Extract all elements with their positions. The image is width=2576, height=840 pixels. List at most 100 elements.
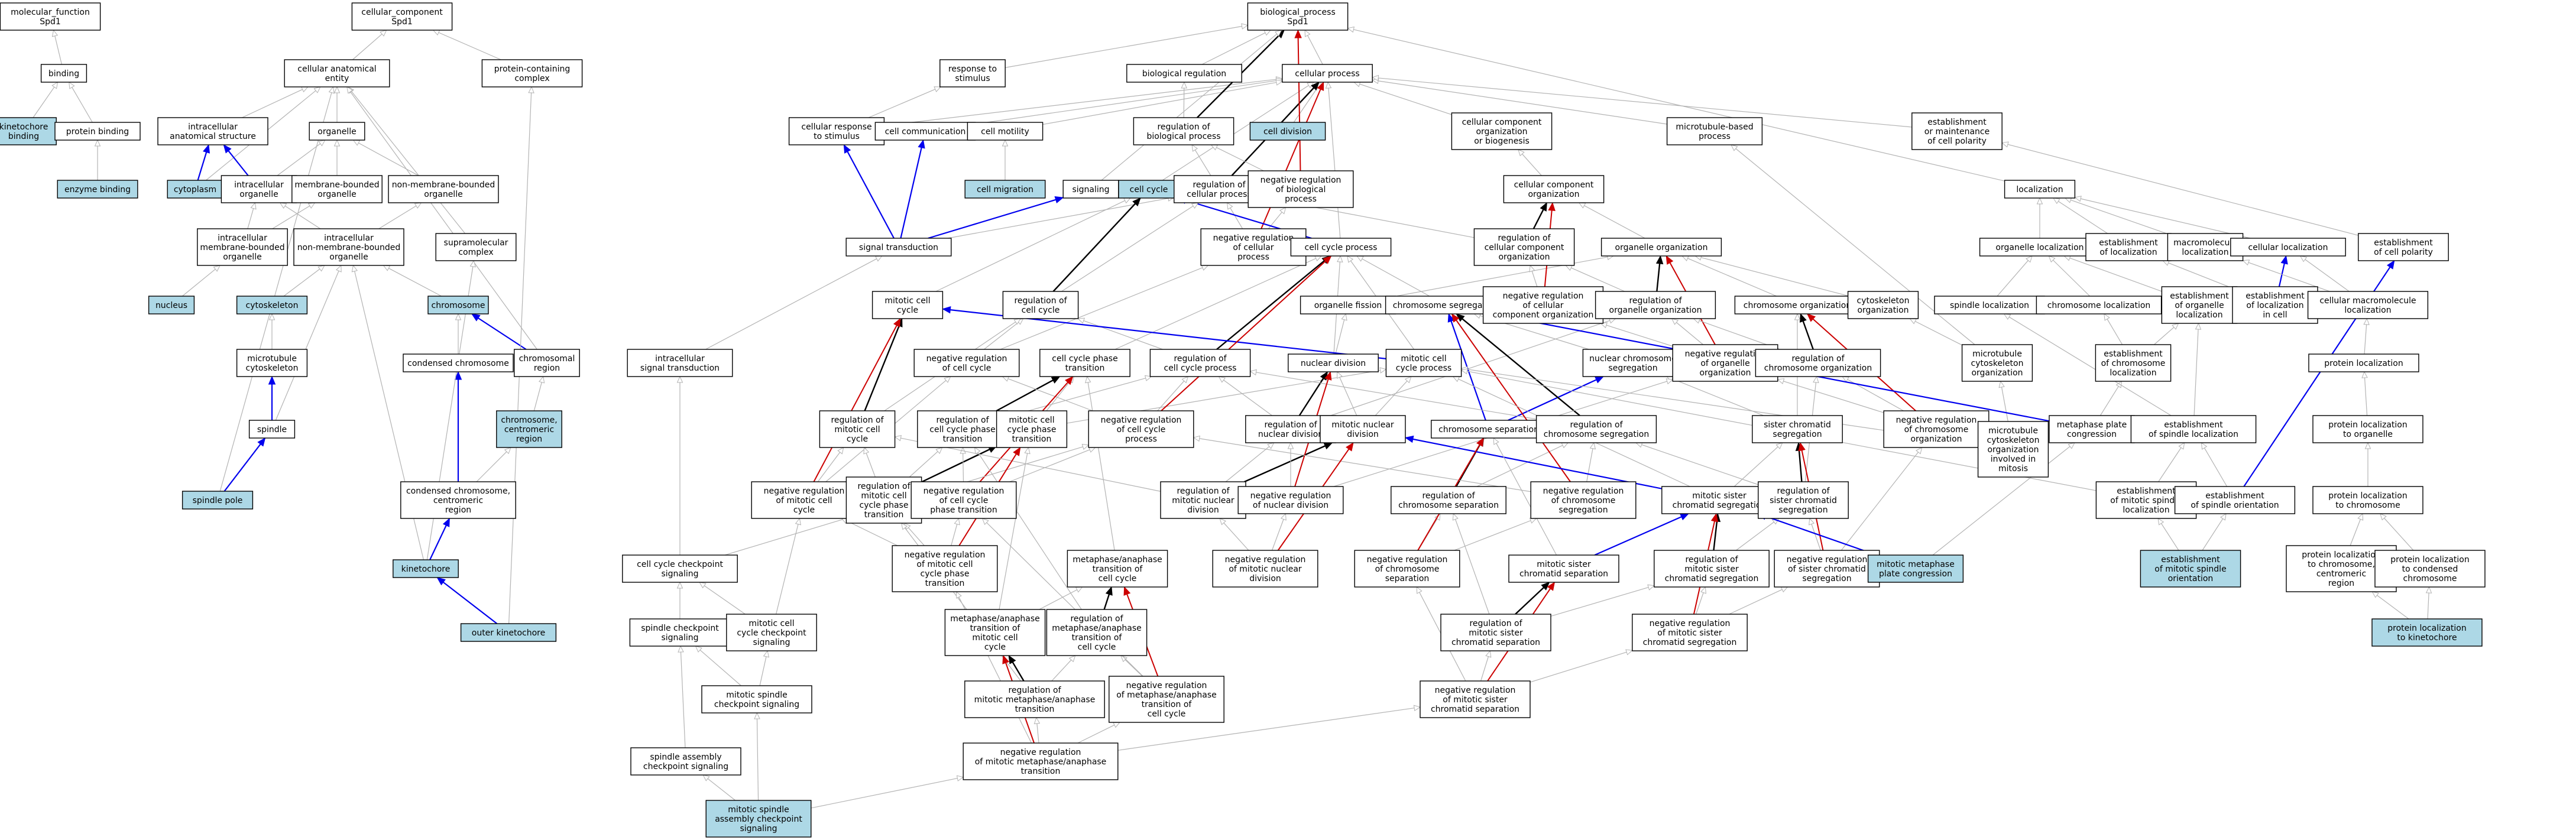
go-term-organelle-fission[interactable]: organelle fission (1300, 296, 1396, 314)
go-term-cell-cycle-process[interactable]: cell cycle process (1290, 238, 1392, 257)
go-term-cell-communication[interactable]: cell communication (874, 122, 976, 141)
go-term-chromosome-organization[interactable]: chromosome organization (1734, 296, 1861, 314)
go-term-organelle[interactable]: organelle (309, 122, 365, 141)
go-term-cell-cycle[interactable]: cell cycle (1118, 180, 1180, 199)
go-term-localization[interactable]: localization (2004, 180, 2076, 199)
go-term-spindle[interactable]: spindle (248, 420, 296, 439)
go-term-protein-binding[interactable]: protein binding (54, 122, 141, 141)
go-term-chromosome-separation[interactable]: chromosome separation (1431, 420, 1547, 439)
go-term-regulation-of-metaphase-anaphase-transition-of-cell-cycle[interactable]: regulation ofmetaphase/anaphasetransitio… (1046, 609, 1148, 656)
go-term-outer-kinetochore[interactable]: outer kinetochore (460, 623, 557, 642)
go-term-cell-migration[interactable]: cell migration (964, 180, 1046, 199)
go-term-cell-division[interactable]: cell division (1249, 122, 1326, 141)
go-term-chromosome[interactable]: chromosome (427, 296, 489, 314)
go-term-kinetochore[interactable]: kinetochore (393, 559, 459, 578)
go-term-intracellular-non-membrane-bounded-organelle[interactable]: intracellularnon-membrane-boundedorganel… (293, 228, 404, 266)
go-term-cell-motility[interactable]: cell motility (967, 122, 1044, 141)
go-term-cytoplasm[interactable]: cytoplasm (167, 180, 223, 199)
go-term-signal-transduction[interactable]: signal transduction (845, 238, 952, 257)
go-term-chromosome-localization[interactable]: chromosome localization (2036, 296, 2162, 314)
go-term-binding[interactable]: binding (40, 64, 88, 83)
go-term-condensed-chromosome[interactable]: condensed chromosome (403, 353, 514, 372)
go-term-cellular-process[interactable]: cellular process (1282, 64, 1373, 83)
go-term-microtubule-cytoskeleton-organization-involved-in-mitosis[interactable]: microtubulecytoskeletonorganizationinvol… (1977, 421, 2049, 478)
go-term-biological-regulation[interactable]: biological regulation (1126, 64, 1242, 83)
go-term-nucleus[interactable]: nucleus (148, 296, 195, 314)
go-term-cytoskeleton[interactable]: cytoskeleton (236, 296, 308, 314)
